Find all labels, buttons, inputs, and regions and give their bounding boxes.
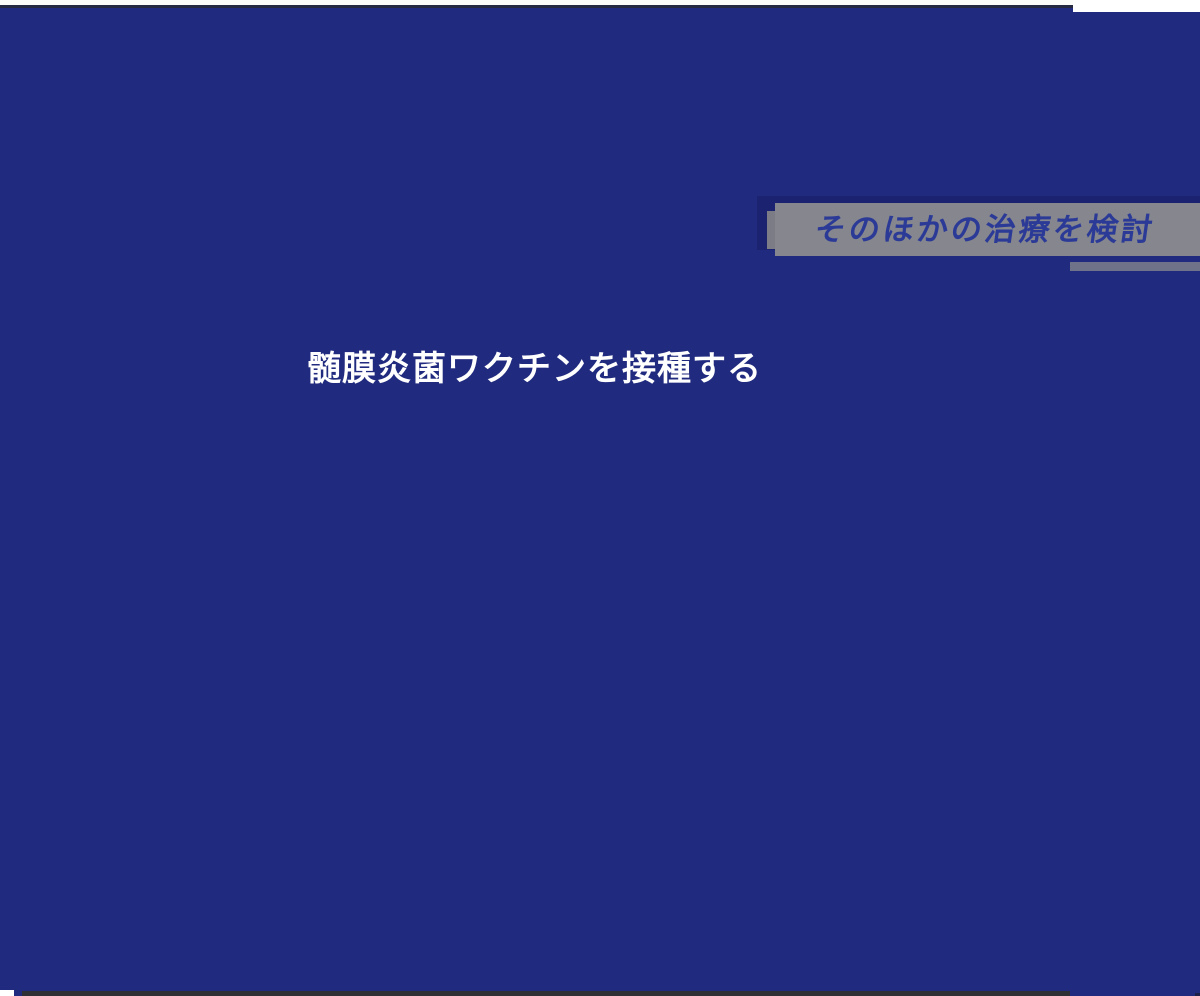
top-white-strip [0,0,1200,5]
bottom-left-corner-square [0,990,14,996]
ribbon-fold-stripe [1070,262,1200,271]
section-ribbon [775,203,1200,256]
bottom-dark-bar [22,991,1070,996]
top-dark-line [0,5,1073,8]
page-title: 髄膜炎菌ワクチンを接種する [307,350,762,388]
bottom-right-notch [1195,993,1200,996]
ribbon-left-tab [767,211,775,249]
top-right-corner-block [1073,0,1200,12]
section-ribbon-label: そのほかの治療を検討 [812,212,1158,247]
